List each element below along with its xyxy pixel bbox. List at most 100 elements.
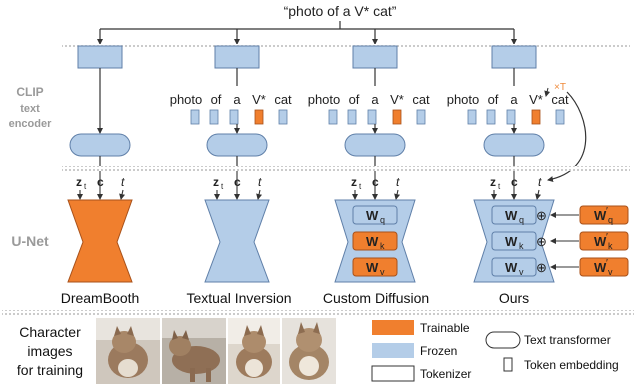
character-caption-line2: images [27, 343, 72, 359]
token-word: cat [551, 92, 569, 107]
prime-mark: ′ [606, 232, 608, 243]
k-subscript: k [519, 241, 524, 251]
token-embedding [486, 109, 496, 125]
token-word: V* [252, 92, 266, 107]
character-caption-line3: for training [17, 362, 83, 378]
tokenizer-box [214, 45, 260, 69]
training-image [282, 318, 336, 384]
text-transformer-box [483, 133, 545, 157]
text-transformer-box [69, 133, 131, 157]
legend-swatch-tokenizer [371, 365, 415, 382]
token-embedding [278, 109, 288, 125]
token-word: V* [390, 92, 404, 107]
legend-label-trainable: Trainable [420, 321, 470, 335]
legend-label-tokenizer: Tokenizer [420, 367, 471, 381]
training-image [162, 318, 226, 384]
token-word: of [211, 92, 222, 107]
method-label-ours: Ours [499, 290, 529, 306]
method-label-textual-inversion: Textual Inversion [186, 290, 291, 306]
multiplier-label: ×T [554, 82, 566, 93]
z-subscript: t [221, 182, 224, 191]
unet-inputs: z t c t z t c t z t c t z t c t [76, 171, 542, 200]
legend-label-frozen: Frozen [420, 344, 457, 358]
z-label: z [351, 175, 357, 189]
training-image [96, 318, 160, 384]
token-embedding [328, 109, 338, 125]
wq-prime-block-trainable [579, 205, 629, 225]
t-label: t [396, 175, 400, 189]
text-transformer-box [344, 133, 406, 157]
wq-block-frozen [352, 205, 398, 225]
token-word: photo [170, 92, 203, 107]
token-word: a [371, 92, 379, 107]
text-transformer-box [206, 133, 268, 157]
token-embedding [190, 109, 200, 125]
w-label: W [505, 234, 518, 249]
w-label: W [505, 208, 518, 223]
tokenizer-box [352, 45, 398, 69]
training-images [96, 318, 336, 384]
wv-block-frozen [491, 257, 537, 277]
w-label: W [594, 260, 607, 275]
w-label: W [594, 208, 607, 223]
clip-label-line2: text [20, 103, 40, 115]
token-word: of [488, 92, 499, 107]
prompt-fanout [97, 21, 517, 45]
token-embedding [506, 109, 516, 125]
token-embedding [347, 109, 357, 125]
custom-diffusion-weights: W q W k W v [352, 205, 398, 277]
token-words: photo of a V* cat [447, 92, 569, 107]
method-label-custom-diffusion: Custom Diffusion [323, 290, 429, 306]
tokenizer-box [77, 45, 123, 69]
token-word: photo [308, 92, 341, 107]
token-embeddings [328, 109, 426, 125]
w-label: W [366, 260, 379, 275]
w-label: W [594, 234, 607, 249]
wq-block-frozen [491, 205, 537, 225]
token-word: a [510, 92, 518, 107]
q-subscript: q [608, 215, 613, 225]
q-subscript: q [380, 215, 385, 225]
token-word: cat [274, 92, 292, 107]
token-embedding-trainable [392, 109, 402, 125]
wv-prime-block-trainable [579, 257, 629, 277]
token-embedding [555, 109, 565, 125]
v-subscript: v [608, 267, 613, 277]
legend-swatch-trainable [372, 320, 414, 335]
legend-swatch-frozen [372, 343, 414, 358]
token-embedding-trainable [254, 109, 264, 125]
v-subscript: v [519, 267, 524, 277]
clip-label-line3: encoder [9, 118, 53, 130]
unet-label: U-Net [11, 233, 49, 249]
k-subscript: k [380, 241, 385, 251]
character-caption-line1: Character [19, 324, 81, 340]
prompt-text: “photo of a V* cat” [284, 3, 397, 19]
ours-column: photo of a V* cat ×T [447, 45, 587, 182]
unet-frozen-textual-inversion [204, 199, 270, 283]
w-label: W [366, 208, 379, 223]
token-embeddings [467, 109, 565, 125]
wk-block-trainable [352, 231, 398, 251]
w-label: W [366, 234, 379, 249]
z-label: z [490, 175, 496, 189]
token-embedding [467, 109, 477, 125]
ours-weights: W q W k W v ⊕ ⊕ ⊕ W ′ q W ′ k W ′ v [491, 205, 629, 277]
token-word: photo [447, 92, 480, 107]
token-word: a [233, 92, 241, 107]
clip-label: CLIP text encoder [9, 85, 53, 130]
textual-inversion-column: photo of a V* cat [170, 45, 292, 166]
token-embedding [209, 109, 219, 125]
top-separator [62, 44, 630, 49]
wk-block-frozen [491, 231, 537, 251]
legend-label-text-transformer: Text transformer [524, 333, 611, 347]
plus-symbol: ⊕ [536, 208, 547, 223]
token-word: of [349, 92, 360, 107]
legend-swatch-text-transformer [485, 331, 521, 349]
custom-diffusion-column: photo of a V* cat [308, 45, 430, 166]
wk-prime-block-trainable [579, 231, 629, 251]
plus-symbol: ⊕ [536, 260, 547, 275]
token-word: V* [529, 92, 543, 107]
bottom-separator [2, 310, 634, 315]
